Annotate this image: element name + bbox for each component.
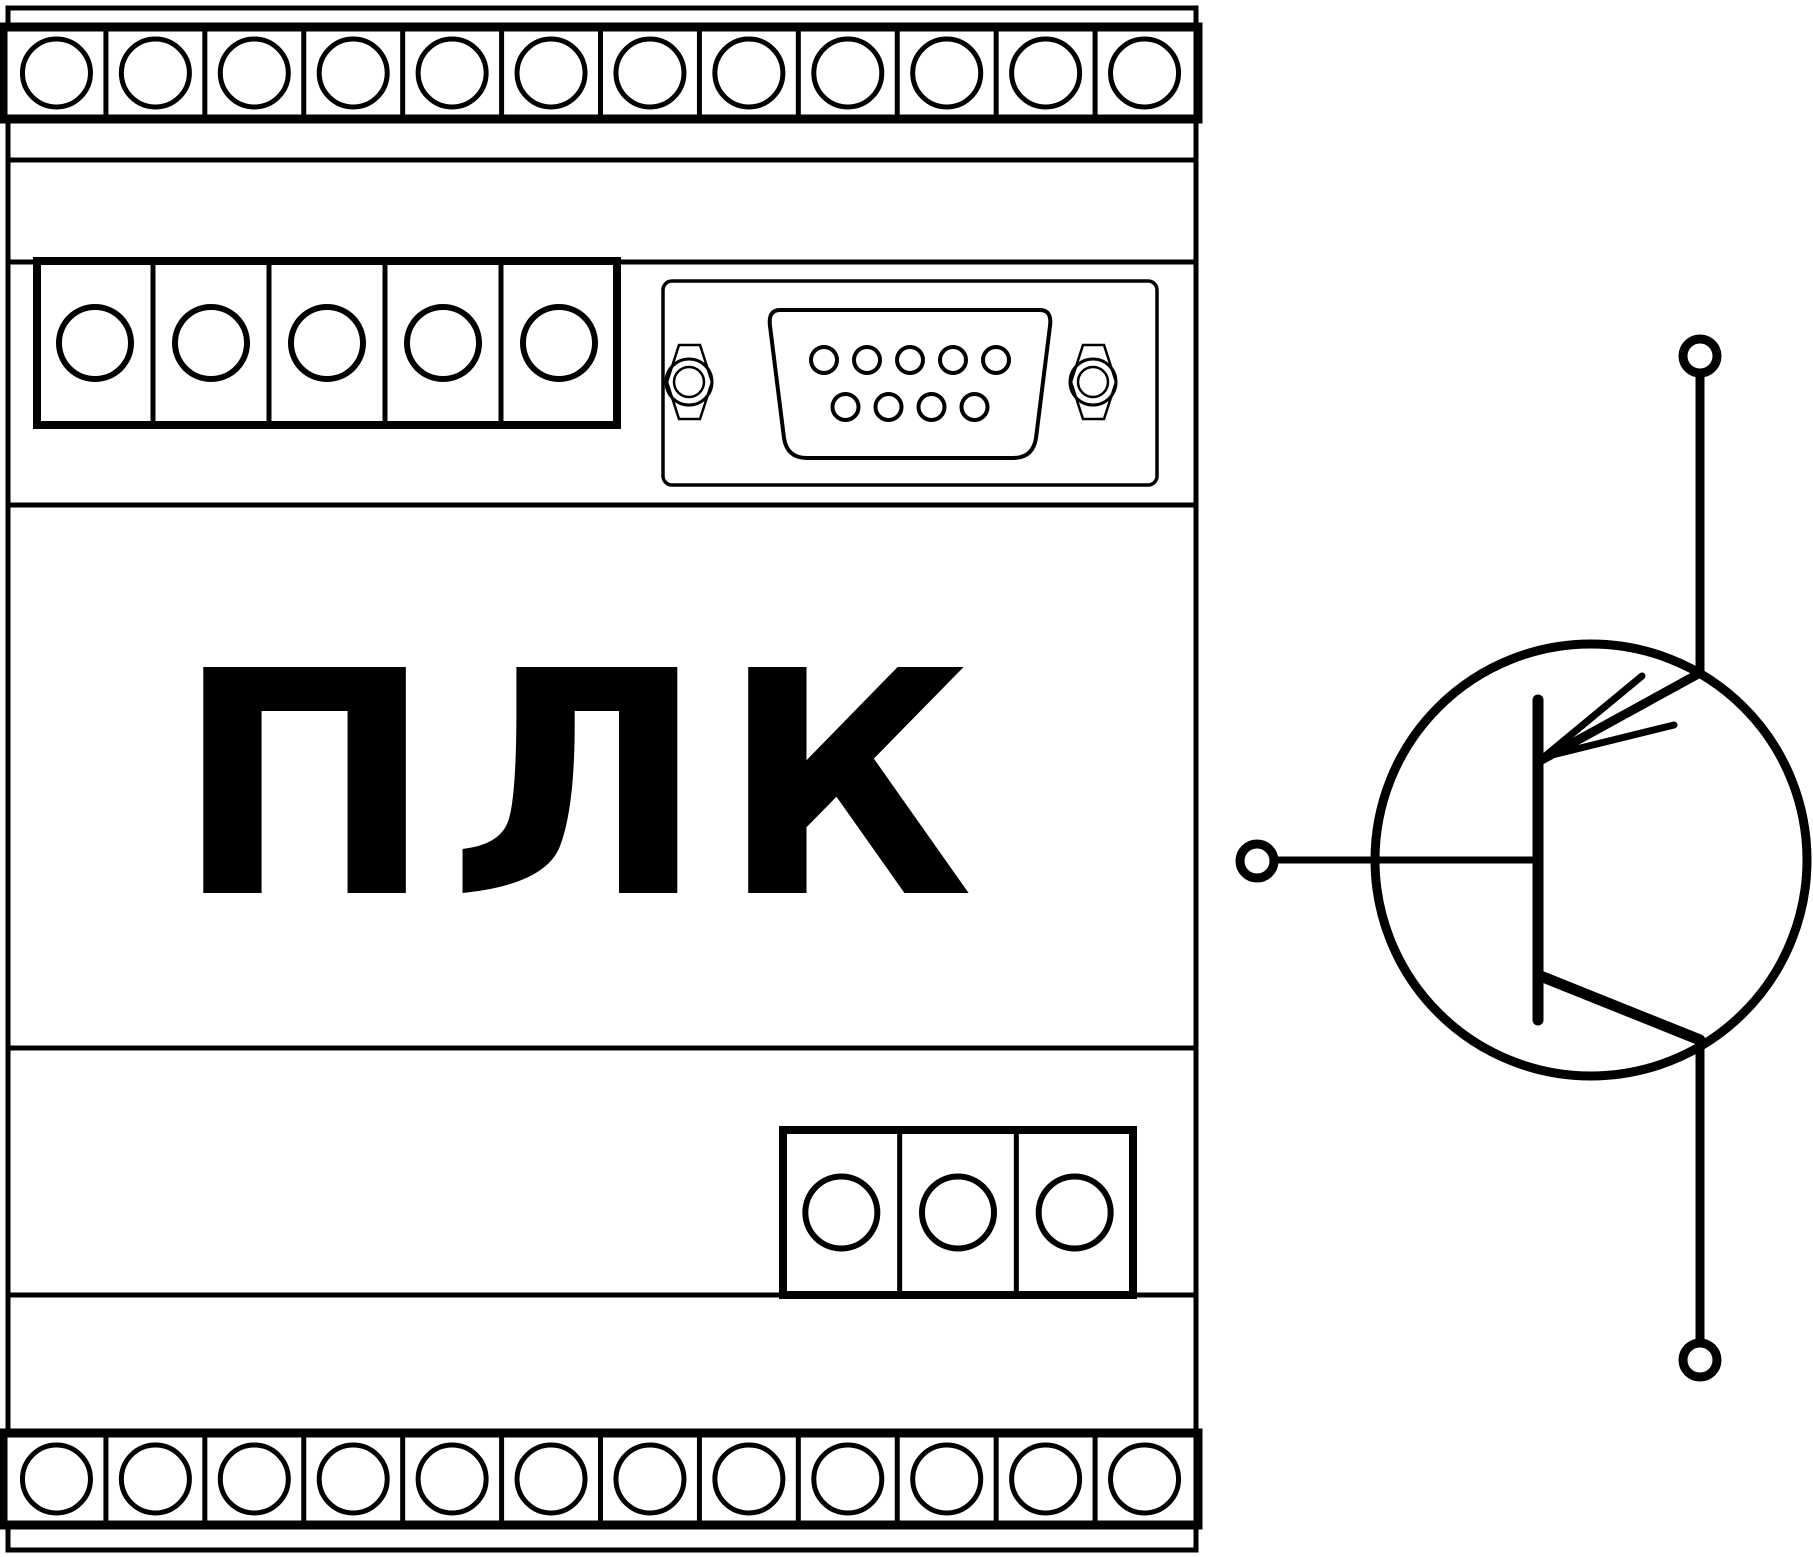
- bottom-terminal-screw-icon: [415, 1442, 489, 1516]
- db9-pin: [830, 392, 861, 422]
- bottom-terminal-screw-icon: [811, 1442, 885, 1516]
- db9-shell: [767, 308, 1053, 460]
- bottom-terminal-screw-icon: [613, 1442, 687, 1516]
- bottom-terminal-screw-icon: [712, 1442, 786, 1516]
- bottom-terminal-screw-icon: [118, 1442, 192, 1516]
- db9-plate: [661, 279, 1159, 487]
- left-terminal-screw-icon: [56, 304, 134, 382]
- right-terminal-block-frame: [779, 1126, 1137, 1299]
- left-terminal-block: [33, 257, 621, 429]
- top-terminal-screw-icon: [910, 36, 984, 110]
- top-terminal-screw-icon: [415, 36, 489, 110]
- db9-pin: [852, 345, 882, 375]
- emitter-terminal-icon: [1678, 334, 1722, 378]
- emitter-line: [1533, 668, 1705, 767]
- emitter-arrow-icon: [1540, 721, 1678, 761]
- top-terminal-screw-icon: [19, 36, 93, 110]
- top-terminal-screw-icon: [316, 36, 390, 110]
- bottom-terminal-screw-icon: [316, 1442, 390, 1516]
- db9-pin: [895, 345, 925, 375]
- left-terminal-screw-icon: [520, 304, 598, 382]
- db9-pin: [938, 345, 968, 375]
- bottom-terminal-strip: [0, 1428, 1203, 1530]
- top-terminal-screw-icon: [613, 36, 687, 110]
- top-terminal-screw-icon: [217, 36, 291, 110]
- plc-label: ПЛК: [175, 606, 987, 967]
- db9-pin: [873, 392, 904, 422]
- left-terminal-screw-icon: [404, 304, 482, 382]
- db9-pin: [916, 392, 947, 422]
- bottom-terminal-screw-icon: [910, 1442, 984, 1516]
- top-terminal-strip: [0, 22, 1203, 124]
- right-terminal-block: [779, 1126, 1137, 1299]
- plc-housing: [5, 5, 1199, 1553]
- left-terminal-screw-icon: [172, 304, 250, 382]
- bottom-terminal-screw-icon: [217, 1442, 291, 1516]
- bottom-terminal-screw-icon: [19, 1442, 93, 1516]
- db9-pin: [981, 345, 1011, 375]
- bottom-terminal-screw-icon: [514, 1442, 588, 1516]
- base-terminal-icon: [1235, 839, 1279, 883]
- left-terminal-screw-icon: [288, 304, 366, 382]
- right-terminal-screw-icon: [919, 1173, 997, 1252]
- collector-terminal-icon: [1678, 1338, 1722, 1382]
- top-terminal-screw-icon: [811, 36, 885, 110]
- right-terminal-screw-icon: [1035, 1173, 1114, 1252]
- screw-icon: [1068, 343, 1118, 421]
- right-terminal-screw-icon: [802, 1173, 881, 1252]
- top-terminal-screw-icon: [1009, 36, 1083, 110]
- screw-icon: [664, 343, 714, 421]
- top-terminal-screw-icon: [514, 36, 588, 110]
- top-terminal-screw-icon: [712, 36, 786, 110]
- emitter-arrow-icon: [1540, 672, 1646, 761]
- db9-pin: [809, 345, 839, 375]
- collector-line: [1532, 969, 1706, 1046]
- db9-pin: [959, 392, 990, 422]
- pnp-transistor-symbol-icon: [1235, 334, 1812, 1382]
- top-terminal-screw-icon: [118, 36, 192, 110]
- left-terminal-block-frame: [33, 257, 621, 429]
- db9-connector-icon: [661, 279, 1159, 487]
- bottom-terminal-screw-icon: [1009, 1442, 1083, 1516]
- bottom-terminal-screw-icon: [1108, 1442, 1182, 1516]
- top-terminal-screw-icon: [1108, 36, 1182, 110]
